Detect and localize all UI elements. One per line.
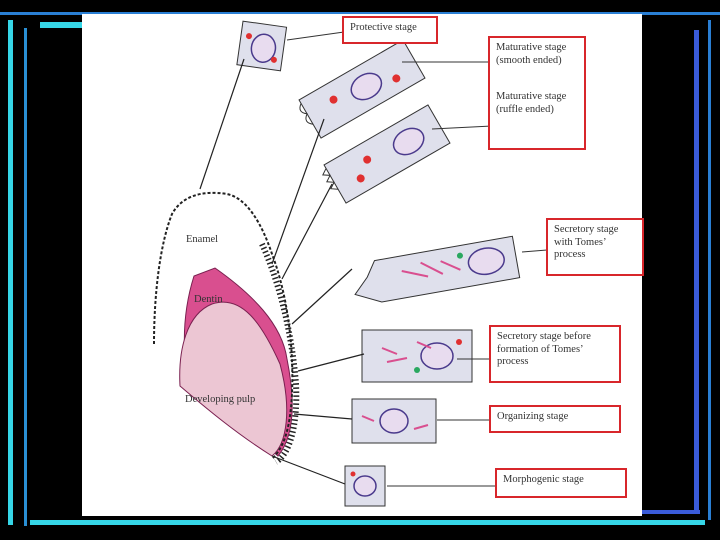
cell-protective (236, 20, 288, 72)
label-protective-stage: Protective stage (342, 16, 438, 44)
label-maturative-ruffle-line1: Maturative stage (496, 91, 567, 102)
cell-maturative-ruffle (322, 104, 451, 204)
enamel-outline (153, 191, 294, 460)
label-morphogenic: Morphogenic stage (495, 468, 627, 498)
ameloblast-layer-outline (259, 242, 300, 465)
cell-secretory-before (361, 329, 473, 383)
frame-bar-bottom-2 (640, 510, 700, 514)
label-organizing: Organizing stage (489, 405, 621, 433)
label-enamel: Enamel (186, 234, 219, 245)
label-maturative-smooth-line1: Maturative stage (496, 42, 567, 53)
label-secretory-before: Secretory stage before formation of Tome… (489, 325, 621, 383)
label-protective-text: Protective stage (350, 22, 417, 33)
label-maturative-smooth: Maturative stage (smooth ended) Maturati… (488, 36, 586, 150)
frame-bar-top (0, 12, 720, 15)
label-secretory-tomes-line1: Secretory stage (554, 224, 619, 235)
label-secretory-tomes-line3: process (554, 249, 586, 260)
ameloblast-diagram (153, 20, 548, 507)
label-secretory-before-line1: Secretory stage before (497, 331, 591, 342)
label-secretory-before-line2: formation of Tomes’ (497, 343, 584, 355)
frame-bar-right-1 (694, 30, 699, 510)
diagram-slide: Protective stage Maturative stage (smoot… (82, 14, 644, 516)
label-maturative-smooth-line2: (smooth ended) (496, 54, 562, 66)
cell-secretory-tomes (354, 235, 521, 303)
label-maturative-ruffle-line2: (ruffle ended) (496, 103, 554, 115)
frame-bar-left-2 (24, 28, 27, 526)
label-dentin: Dentin (194, 294, 223, 305)
label-organizing-text: Organizing stage (497, 411, 569, 422)
frame-bar-left-1 (8, 20, 13, 525)
pulp-region (179, 301, 288, 457)
label-secretory-before-line3: process (497, 356, 529, 367)
frame-bar-right-2 (708, 20, 711, 520)
label-developing-pulp: Developing pulp (185, 394, 256, 405)
cell-morphogenic (344, 465, 386, 507)
connector-lines (286, 31, 548, 487)
label-secretory-tomes-line2: with Tomes’ (554, 236, 607, 248)
label-morphogenic-text: Morphogenic stage (503, 474, 584, 485)
frame-bar-top-2 (40, 22, 82, 28)
frame-bar-bottom-1 (30, 520, 705, 525)
arrows (199, 58, 365, 485)
cell-organizing (351, 398, 437, 444)
label-secretory-tomes: Secretory stage with Tomes’ process (546, 218, 644, 276)
cell-maturative-smooth (298, 39, 426, 139)
